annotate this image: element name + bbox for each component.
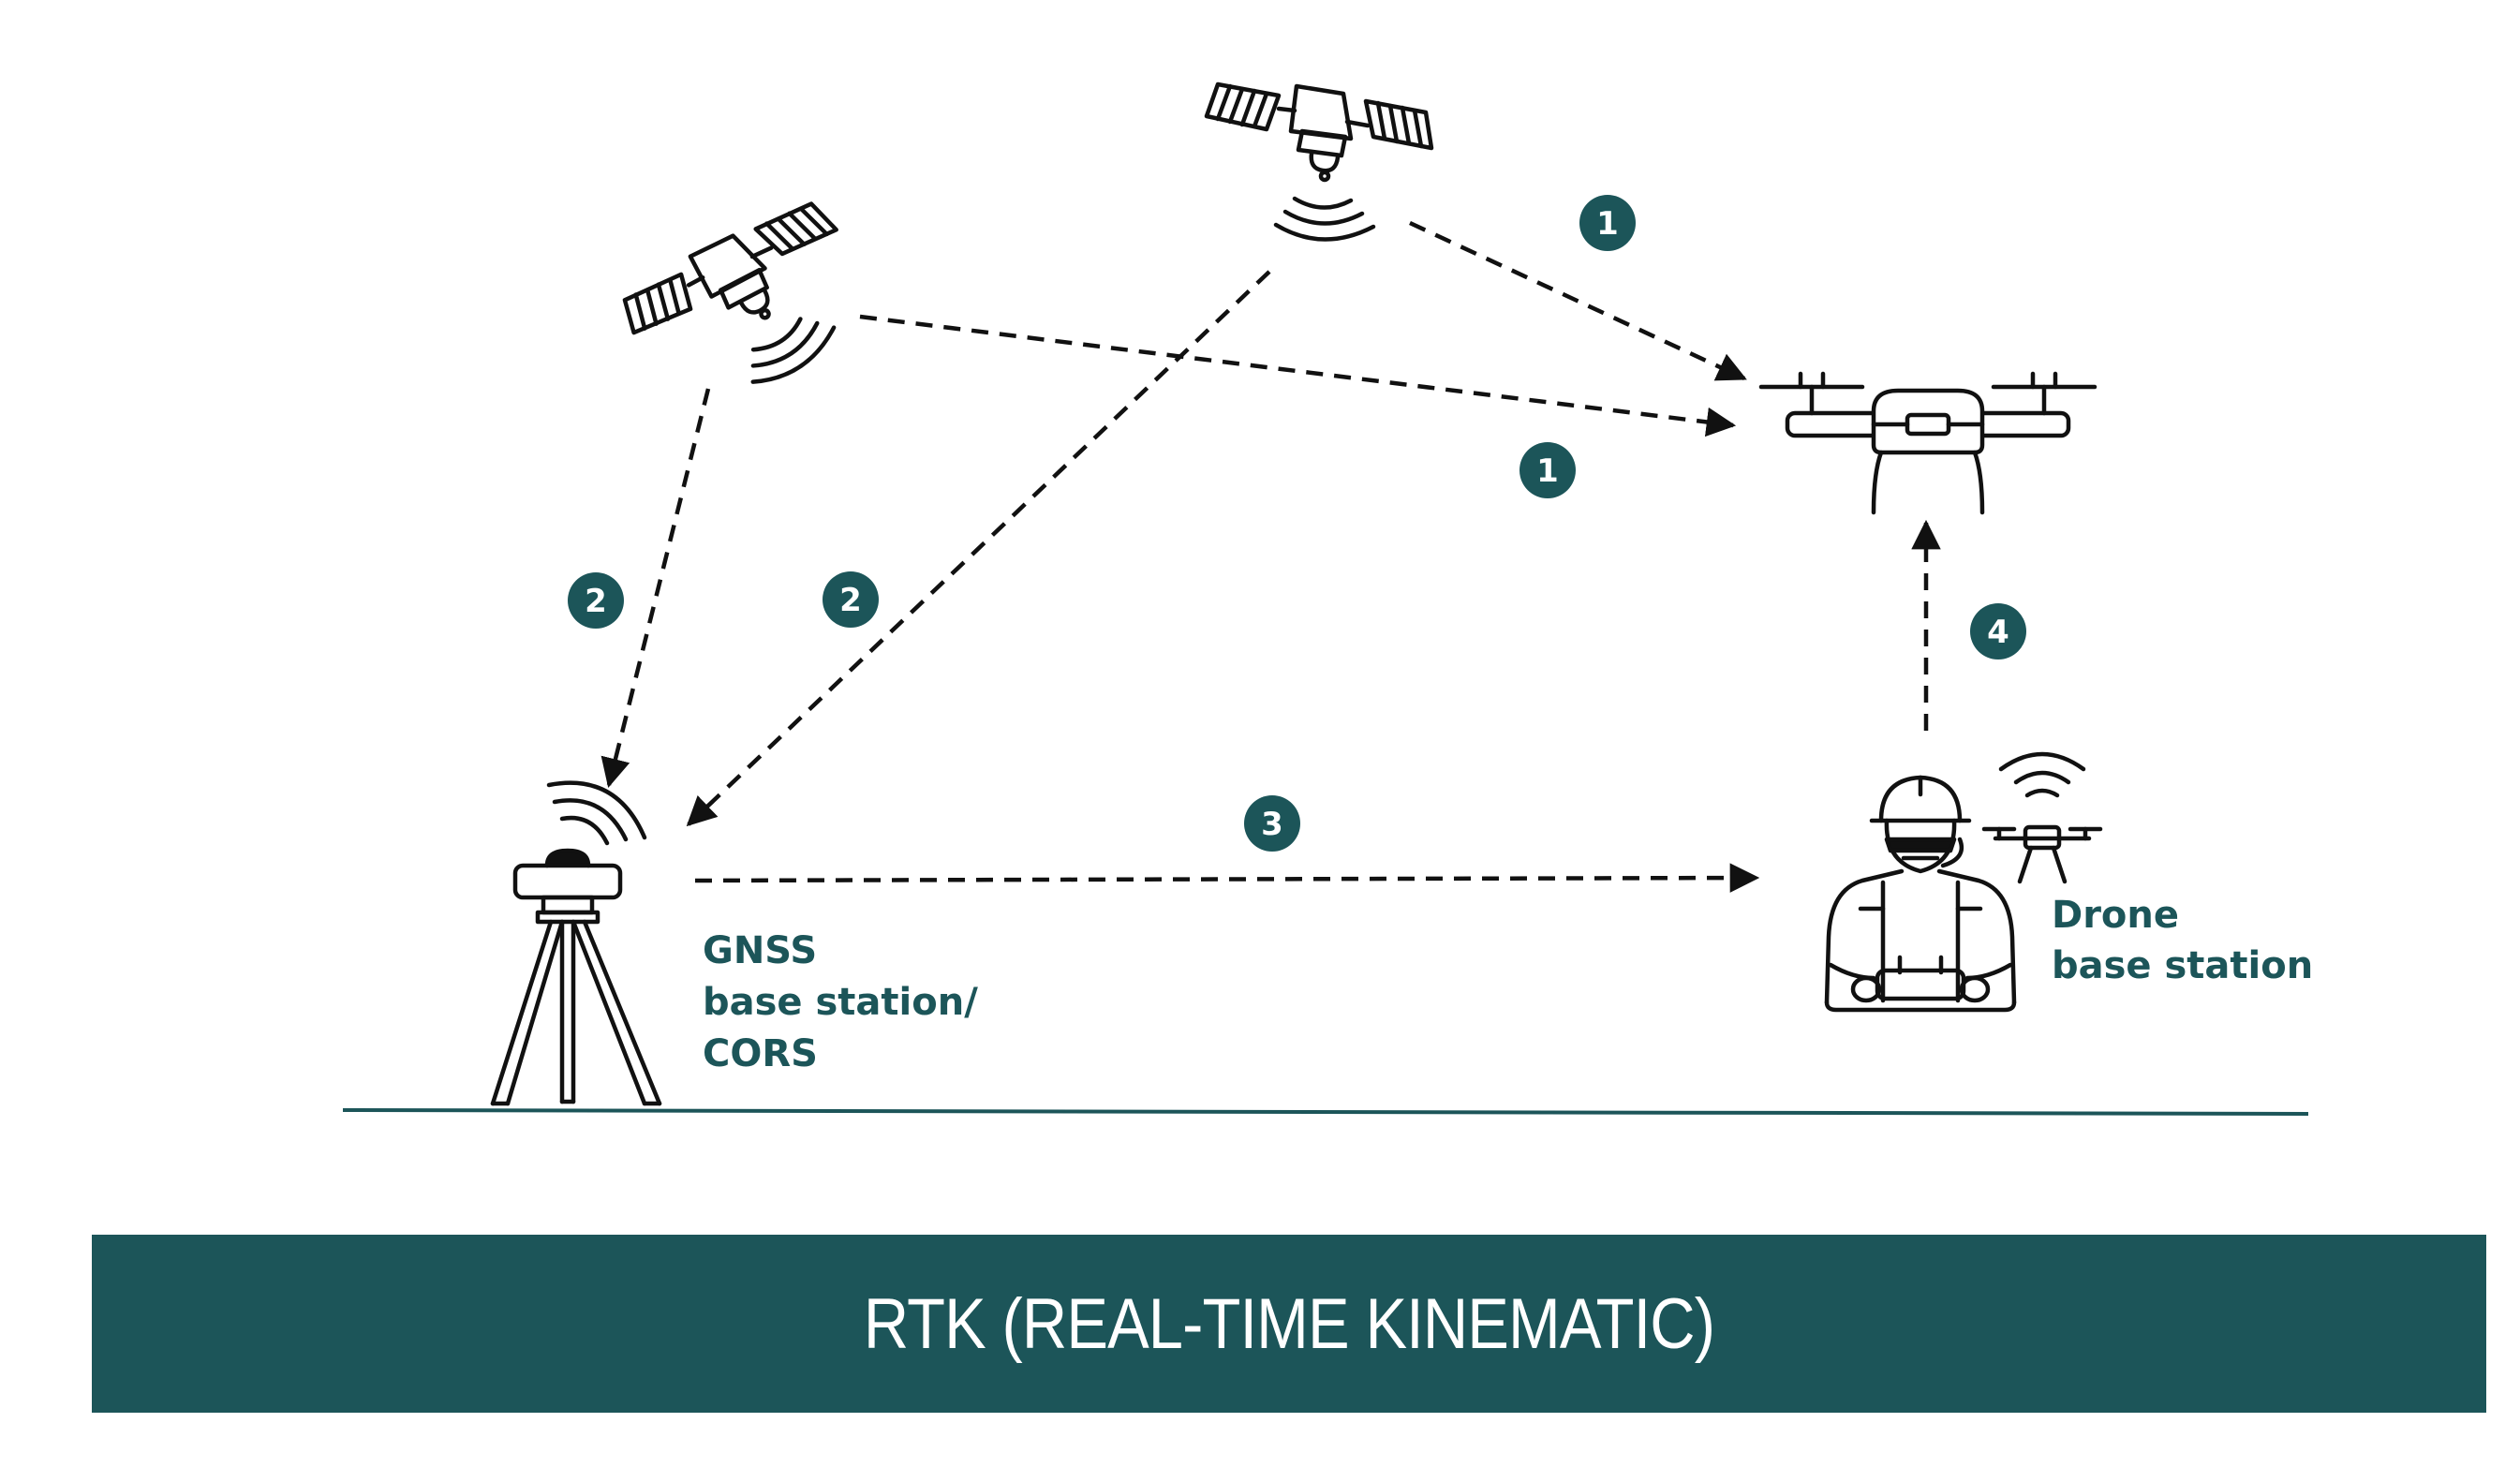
- drone-base-station-label: Drone base station: [2052, 894, 2313, 987]
- diagram-title: RTK (REAL-TIME KINEMATIC): [863, 1283, 1715, 1364]
- step-badge: 2: [823, 571, 879, 628]
- gnss-label-line1: GNSS: [703, 929, 817, 972]
- arrow-sat-top-to-gnss: [686, 270, 1271, 827]
- drone-icon: [1758, 371, 2098, 515]
- gnss-label-line2: base station/: [703, 981, 978, 1024]
- step-badge-label: 1: [1596, 205, 1619, 243]
- step-badge: 2: [568, 572, 624, 629]
- gnss-tripod-icon: [490, 780, 662, 1106]
- signal-arrows: [600, 220, 1941, 893]
- drone-base-label-line2: base station: [2052, 944, 2313, 987]
- step-badge-label: 1: [1536, 452, 1559, 490]
- arrow-sat-left-to-drone: [859, 314, 1737, 437]
- ground-line: [342, 1108, 2309, 1116]
- gnss-label-line3: CORS: [703, 1032, 818, 1075]
- step-badge-label: 2: [585, 583, 607, 620]
- gnss-base-station-label: GNSS base station/ CORS: [703, 929, 978, 1075]
- step-badge-label: 4: [1987, 614, 2009, 651]
- title-banner: RTK (REAL-TIME KINEMATIC): [92, 1235, 2486, 1413]
- step-badge: 1: [1579, 195, 1636, 251]
- mini-drone-icon: [1981, 751, 2103, 884]
- satellite-icon: [1204, 82, 1434, 242]
- drone-base-label-line1: Drone: [2052, 894, 2179, 937]
- step-badge: 4: [1970, 603, 2026, 659]
- step-badge: 3: [1244, 795, 1300, 852]
- satellite-icon: [622, 201, 838, 384]
- operator-icon: [1824, 775, 2017, 1013]
- arrow-sat-top-to-drone: [1409, 220, 1747, 381]
- arrow-gnss-to-operator: [694, 863, 1760, 893]
- step-badge: 1: [1519, 442, 1576, 498]
- step-badge-label: 3: [1261, 806, 1283, 843]
- step-badge-label: 2: [839, 582, 862, 619]
- arrow-sat-left-to-gnss: [600, 388, 711, 789]
